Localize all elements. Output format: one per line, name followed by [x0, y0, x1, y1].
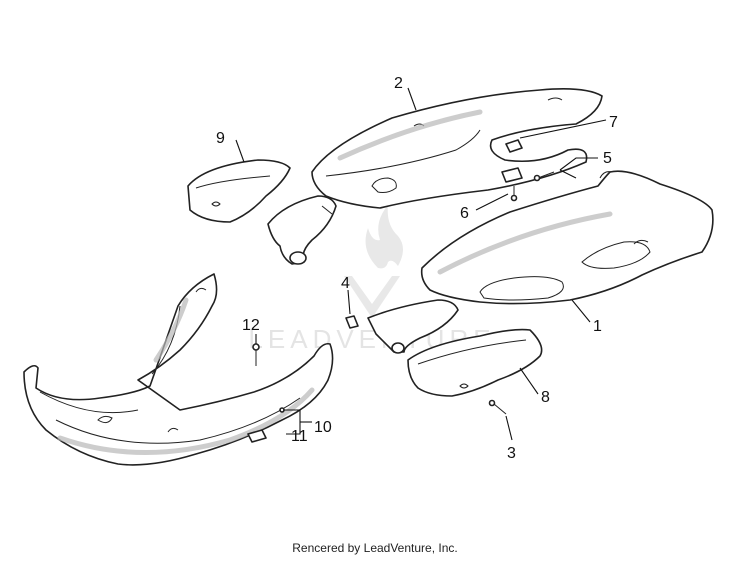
- clip-part-11: [247, 429, 267, 443]
- part-8-trim: [407, 328, 543, 397]
- callout-4: 4: [341, 275, 350, 292]
- callout-9: 9: [216, 130, 225, 147]
- part-9-cover: [187, 159, 291, 223]
- callouts: 1 2 3 4 5 6 7 8 9 10 11 12: [216, 75, 618, 462]
- callout-5: 5: [603, 150, 612, 167]
- part-1-side-panel: [420, 170, 714, 305]
- lower-bracket: [367, 299, 459, 354]
- callout-1: 1: [593, 318, 602, 335]
- hardware: [247, 139, 555, 443]
- flame-logo-icon: [365, 205, 403, 269]
- screw-part-5: [537, 171, 555, 179]
- washer-part-10: [279, 407, 285, 413]
- diagram-canvas: LEADVENTURE: [23, 75, 714, 466]
- clip-part-4: [345, 315, 359, 329]
- callout-11: 11: [291, 428, 308, 445]
- floor-panel: [23, 273, 334, 466]
- rear-bracket: [267, 195, 337, 265]
- clip-part-7: [505, 139, 523, 153]
- callout-7: 7: [609, 114, 618, 131]
- callout-6: 6: [460, 205, 469, 222]
- footer-credit: Rencered by LeadVenture, Inc.: [292, 541, 458, 555]
- callout-8: 8: [541, 389, 550, 406]
- screw-part-3: [493, 403, 507, 415]
- watermark-v-mark: [344, 276, 400, 318]
- leader-lines: [235, 87, 607, 441]
- callout-10: 10: [314, 419, 332, 436]
- callout-12: 12: [242, 317, 260, 334]
- callout-3: 3: [507, 445, 516, 462]
- callout-2: 2: [394, 75, 403, 92]
- clip-part-5: [501, 167, 523, 183]
- part-2-side-panel: [311, 88, 603, 209]
